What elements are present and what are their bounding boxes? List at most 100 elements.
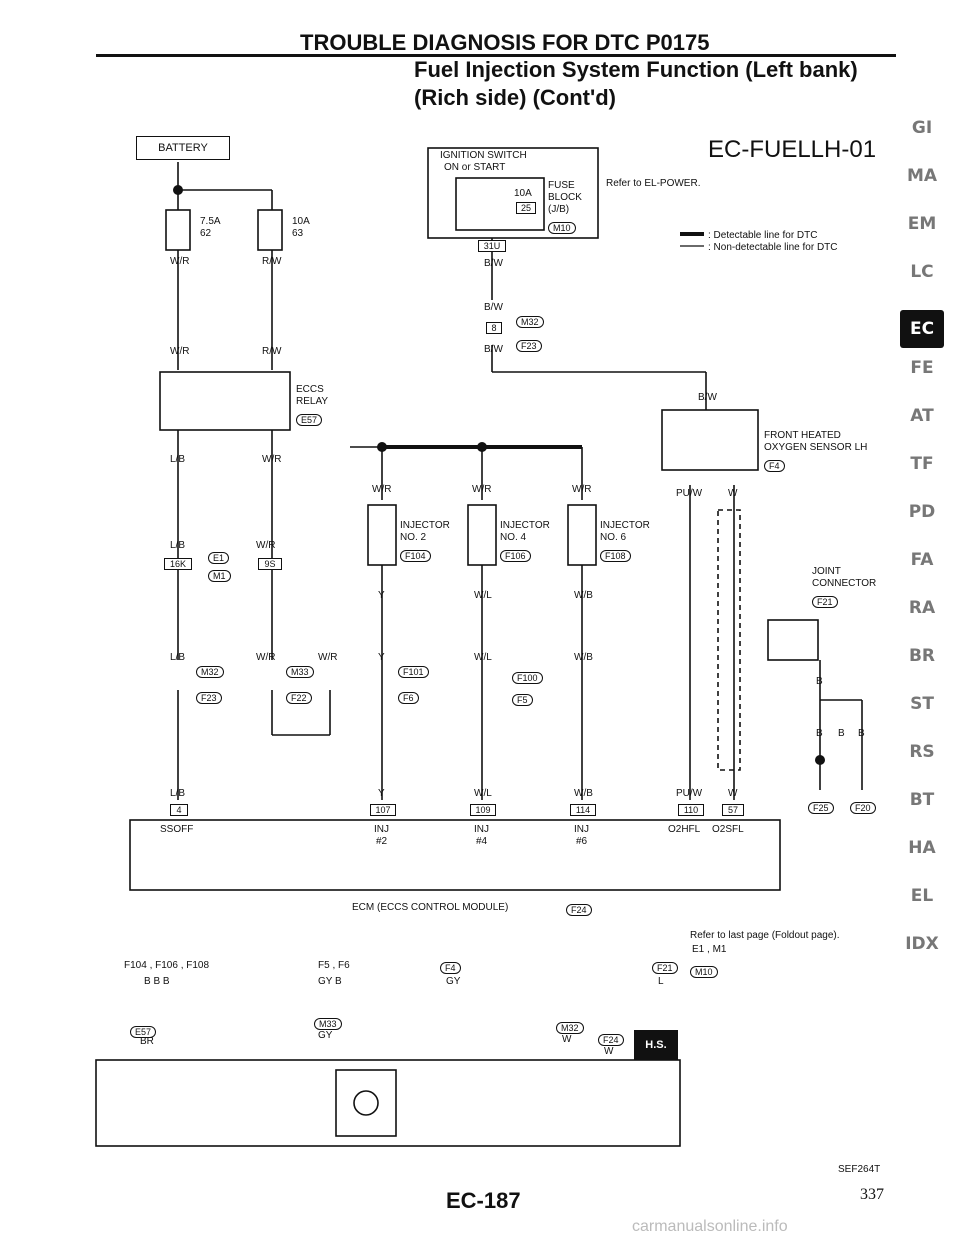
tab-at[interactable]: AT bbox=[910, 406, 934, 426]
connector-f100: F100 bbox=[512, 668, 543, 686]
wire-y-1: Y bbox=[378, 590, 385, 601]
injector-2-label-1: INJECTOR bbox=[400, 520, 450, 531]
cv-m33-color: GY bbox=[318, 1030, 333, 1041]
fuse-block-label-1: FUSE bbox=[548, 180, 575, 191]
foldout-codes: E1 , M1 bbox=[692, 944, 727, 955]
injector-6-code: F108 bbox=[600, 546, 631, 564]
fuse-10a-ign: 10A bbox=[514, 188, 532, 199]
wire-wl-3: W/L bbox=[474, 788, 492, 799]
cv-f4-code: F4 bbox=[440, 958, 461, 976]
foldout-refer: Refer to last page (Foldout page). bbox=[690, 930, 840, 941]
legend-non-detectable: : Non-detectable line for DTC bbox=[708, 242, 838, 253]
wire-wb-2: W/B bbox=[574, 652, 593, 663]
ground-f25: F25 bbox=[808, 798, 834, 816]
cv-m32-color: W bbox=[562, 1034, 572, 1045]
connector-m33: M33 bbox=[286, 662, 314, 680]
ecm-pin-inj2-l2: #2 bbox=[376, 836, 388, 847]
cv-f24-code: F24 bbox=[598, 1030, 624, 1048]
wire-wr-3: W/R bbox=[262, 454, 282, 465]
fuse-63-label: 63 bbox=[292, 228, 304, 239]
connector-m1: M1 bbox=[208, 566, 231, 584]
tab-ec[interactable]: EC bbox=[900, 310, 944, 348]
page-subtitle: Fuel Injection System Function (Left ban… bbox=[414, 56, 858, 112]
connector-f23-b: F23 bbox=[516, 336, 542, 354]
wire-puw-2: PU/W bbox=[676, 788, 703, 799]
wire-y-2: Y bbox=[378, 652, 385, 663]
tab-el[interactable]: EL bbox=[910, 886, 934, 906]
tab-st[interactable]: ST bbox=[910, 694, 934, 714]
ecm-terminal-109: 109 bbox=[470, 804, 496, 816]
fuse-block-label-3: (J/B) bbox=[548, 204, 570, 215]
figure-code: SEF264T bbox=[838, 1164, 881, 1175]
cv-f21-code: F21 bbox=[652, 958, 678, 976]
tab-ma[interactable]: MA bbox=[906, 166, 938, 186]
cv-e57-code: E57 bbox=[130, 1022, 157, 1040]
terminal-16k: 16K bbox=[164, 558, 192, 570]
o2-sensor-label-2: OXYGEN SENSOR LH bbox=[764, 442, 868, 453]
tab-rs[interactable]: RS bbox=[909, 742, 935, 762]
wire-rw-1: R/W bbox=[262, 256, 282, 267]
ecm-pin-inj6-l2: #6 bbox=[576, 836, 588, 847]
ecm-pin-o2sfl: O2SFL bbox=[712, 824, 744, 835]
cv-f24-color: W bbox=[604, 1046, 614, 1057]
tab-idx[interactable]: IDX bbox=[905, 934, 939, 954]
battery-box: BATTERY bbox=[136, 136, 230, 160]
ecm-pin-ssoff: SSOFF bbox=[160, 824, 194, 835]
cv-f5-f6-codes: F5 , F6 bbox=[318, 960, 350, 971]
tab-br[interactable]: BR bbox=[908, 646, 936, 666]
wire-wr-4: W/R bbox=[256, 540, 276, 551]
connector-f22: F22 bbox=[286, 688, 312, 706]
fuse-7-5a-label: 7.5A bbox=[200, 216, 221, 227]
eccs-relay-label-2: RELAY bbox=[296, 396, 329, 407]
tab-ha[interactable]: HA bbox=[908, 838, 936, 858]
cv-e57-color: BR bbox=[140, 1036, 154, 1047]
tab-em[interactable]: EM bbox=[907, 214, 937, 234]
ecm-pin-inj4-l2: #4 bbox=[476, 836, 488, 847]
wire-wl-2: W/L bbox=[474, 652, 492, 663]
tab-bt[interactable]: BT bbox=[909, 790, 935, 810]
subtitle-line-2: (Rich side) (Cont'd) bbox=[414, 85, 616, 110]
wire-bw-1: B/W bbox=[484, 258, 503, 269]
ignition-switch-label-1: IGNITION SWITCH bbox=[440, 150, 527, 161]
ecm-pin-inj4-l1: INJ bbox=[474, 824, 489, 835]
wire-lb-2: L/B bbox=[170, 540, 186, 551]
wire-b-1: B bbox=[816, 676, 823, 687]
fuse-block-code: M10 bbox=[548, 218, 576, 236]
injector-4-label-2: NO. 4 bbox=[500, 532, 527, 543]
tab-gi[interactable]: GI bbox=[911, 118, 933, 138]
wire-b-2: B bbox=[816, 728, 823, 739]
tab-pd[interactable]: PD bbox=[908, 502, 936, 522]
joint-connector-code: F21 bbox=[812, 592, 838, 610]
wire-wr-6: W/R bbox=[318, 652, 338, 663]
tab-ra[interactable]: RA bbox=[908, 598, 936, 618]
terminal-8: 8 bbox=[486, 322, 502, 334]
o2-sensor-code: F4 bbox=[764, 456, 785, 474]
fuse-62-label: 62 bbox=[200, 228, 212, 239]
wire-wr-1: W/R bbox=[170, 256, 190, 267]
page-title: TROUBLE DIAGNOSIS FOR DTC P0175 bbox=[300, 30, 710, 55]
wire-w-2: W bbox=[728, 788, 738, 799]
tab-fa[interactable]: FA bbox=[910, 550, 934, 570]
injector-4-code: F106 bbox=[500, 546, 531, 564]
wire-lb-3: L/B bbox=[170, 652, 186, 663]
ecm-pin-o2hfl: O2HFL bbox=[668, 824, 701, 835]
ecm-pin-inj2-l1: INJ bbox=[374, 824, 389, 835]
wire-wr-inj6: W/R bbox=[572, 484, 592, 495]
cv-m32-code: M32 bbox=[556, 1018, 584, 1036]
connector-f23-a: F23 bbox=[196, 688, 222, 706]
wire-y-3: Y bbox=[378, 788, 385, 799]
terminal-31u: 31U bbox=[478, 240, 506, 252]
ecm-terminal-107: 107 bbox=[370, 804, 396, 816]
ecm-code: F24 bbox=[566, 900, 592, 918]
tab-lc[interactable]: LC bbox=[910, 262, 934, 282]
joint-connector-label-2: CONNECTOR bbox=[812, 578, 877, 589]
joint-connector-label-1: JOINT bbox=[812, 566, 841, 577]
wire-puw-1: PU/W bbox=[676, 488, 703, 499]
connector-f6: F6 bbox=[398, 688, 419, 706]
eccs-relay-code: E57 bbox=[296, 410, 323, 428]
tab-tf[interactable]: TF bbox=[910, 454, 934, 474]
wire-bw-4: B/W bbox=[698, 392, 717, 403]
tab-fe[interactable]: FE bbox=[910, 358, 934, 378]
wire-rw-2: R/W bbox=[262, 346, 282, 357]
